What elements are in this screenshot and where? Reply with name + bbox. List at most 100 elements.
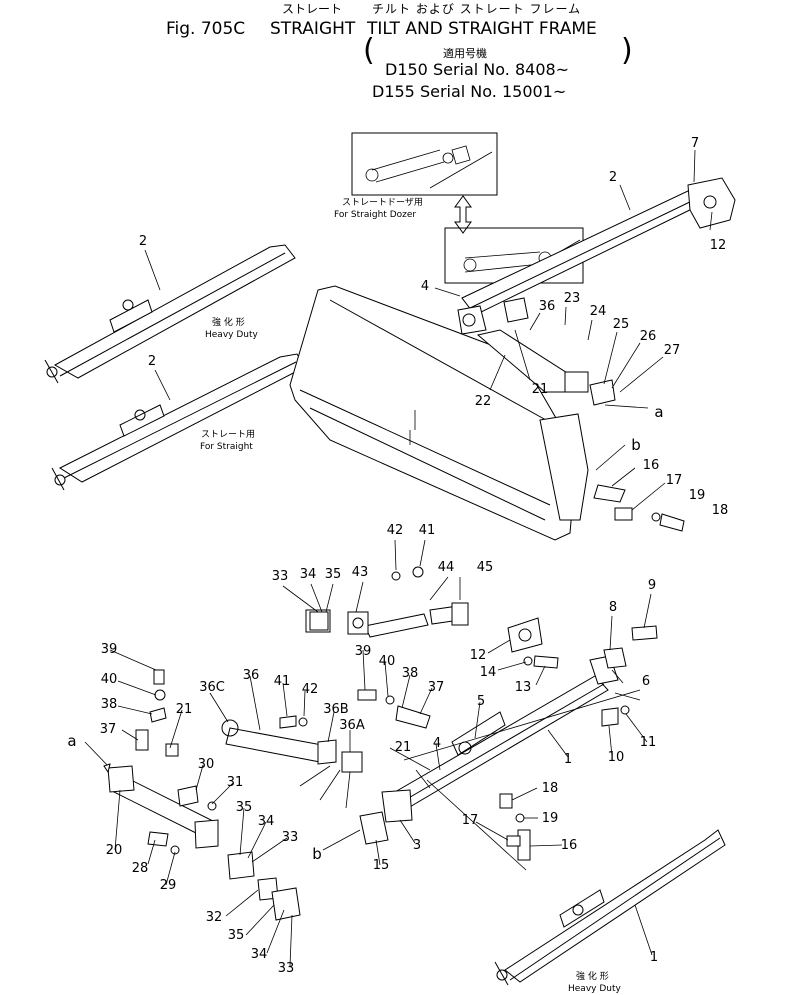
- part-label: 21: [531, 382, 549, 397]
- part-label: 21: [394, 740, 412, 755]
- leader-lines-lower: [84, 539, 653, 967]
- part-label: 14: [479, 665, 497, 680]
- part-label: 40: [100, 672, 118, 687]
- part-label: 44: [437, 560, 455, 575]
- part-label: 33: [277, 961, 295, 976]
- part-label: a: [67, 732, 77, 750]
- part-label: 42: [386, 523, 404, 538]
- caption-heavy-en-2: Heavy Duty: [568, 984, 621, 994]
- part-label: 22: [474, 394, 492, 409]
- part-label: 18: [711, 503, 729, 518]
- part-label: 12: [469, 648, 487, 663]
- part-label: 35: [324, 567, 342, 582]
- part-label: 37: [427, 680, 445, 695]
- part-label: b: [312, 845, 322, 863]
- applicable-kana: 適用号機: [443, 47, 487, 60]
- part-label: 11: [639, 735, 657, 750]
- double-arrow-icon: [454, 195, 472, 234]
- bracket-close: ): [621, 33, 633, 68]
- part-label: 38: [100, 697, 118, 712]
- frame-heavy-duty-lower: [494, 829, 726, 986]
- part-label: 24: [589, 304, 607, 319]
- title-tilt-straight-frame: TILT AND STRAIGHT FRAME: [367, 19, 597, 39]
- inset-straight-dozer: [351, 132, 498, 196]
- serial-line-2: D155 Serial No. 15001~: [372, 82, 567, 101]
- part-label: 16: [642, 458, 660, 473]
- part-label: 36B: [323, 702, 349, 717]
- caption-straight-jp: ストレート用: [201, 430, 256, 440]
- caption-dozer-jp: ストレートドーザ用: [342, 198, 423, 208]
- part-label: 3: [412, 838, 422, 853]
- part-label: 41: [418, 523, 436, 538]
- blade: [289, 285, 589, 541]
- part-label: 36: [242, 668, 260, 683]
- part-label: 19: [688, 488, 706, 503]
- frame-straight-left: [51, 353, 306, 491]
- lower-pins: [499, 793, 531, 861]
- part-label: 18: [541, 781, 559, 796]
- part-label: 28: [131, 861, 149, 876]
- part-label: 34: [250, 947, 268, 962]
- part-label: 30: [197, 757, 215, 772]
- part-label: 32: [205, 910, 223, 925]
- leader-lines-upper: [144, 149, 713, 532]
- part-label: 27: [663, 343, 681, 358]
- part-label: 8: [608, 600, 618, 615]
- frame-heavy-duty-upper: [44, 244, 296, 384]
- part-label: 4: [432, 736, 442, 751]
- bracket-open: (: [363, 33, 375, 68]
- part-label: 12: [709, 238, 727, 253]
- part-label: 35: [235, 800, 253, 815]
- part-label: 13: [514, 680, 532, 695]
- part-label: 39: [100, 642, 118, 657]
- caption-heavy-en-1: Heavy Duty: [205, 330, 258, 340]
- part-label: 36: [538, 299, 556, 314]
- part-label: 38: [401, 666, 419, 681]
- serial-line-1: D150 Serial No. 8408~: [385, 60, 570, 79]
- part-label: 4: [420, 279, 430, 294]
- part-label: 36A: [339, 718, 365, 733]
- lower-arm-20: [107, 669, 219, 855]
- kana-straight: ストレート: [282, 2, 343, 16]
- caption-heavy-jp-1: 強 化 形: [212, 318, 245, 328]
- lower-shims: [227, 611, 389, 921]
- part-label: 9: [647, 578, 657, 593]
- part-label: 10: [607, 750, 625, 765]
- part-label: 36C: [199, 680, 225, 695]
- part-label: 6: [641, 674, 651, 689]
- part-label: a: [654, 403, 664, 421]
- part-label: 34: [257, 814, 275, 829]
- part-label: 16: [560, 838, 578, 853]
- part-label: 1: [563, 752, 573, 767]
- part-label: 34: [299, 567, 317, 582]
- caption-heavy-jp-2: 強 化 形: [576, 972, 609, 982]
- part-label: 23: [563, 291, 581, 306]
- lower-frame-main: [381, 617, 658, 823]
- part-label: 39: [354, 644, 372, 659]
- part-label: 5: [476, 694, 486, 709]
- part-label: 21: [175, 702, 193, 717]
- part-label: 40: [378, 654, 396, 669]
- part-label: 7: [690, 136, 700, 151]
- title-straight: STRAIGHT: [270, 19, 356, 39]
- kana-tilt-frame: チルト および ストレート フレーム: [372, 2, 582, 16]
- part-label: 42: [301, 682, 319, 697]
- part-label: 33: [271, 569, 289, 584]
- caption-dozer-en: For Straight Dozer: [334, 210, 417, 220]
- lower-cylinder-36: [221, 689, 431, 773]
- part-label: 25: [612, 317, 630, 332]
- part-label: 20: [105, 843, 123, 858]
- part-label: 17: [665, 473, 683, 488]
- part-label: 17: [461, 813, 479, 828]
- part-label: 43: [351, 565, 369, 580]
- part-label: 29: [159, 878, 177, 893]
- part-label: 2: [147, 354, 157, 369]
- figure-number: Fig. 705C: [166, 19, 246, 39]
- part-label: 1: [649, 950, 659, 965]
- part-label: 45: [476, 560, 494, 575]
- tilt-cylinder-upper: [457, 297, 616, 406]
- part-label: 31: [226, 775, 244, 790]
- part-label: 19: [541, 811, 559, 826]
